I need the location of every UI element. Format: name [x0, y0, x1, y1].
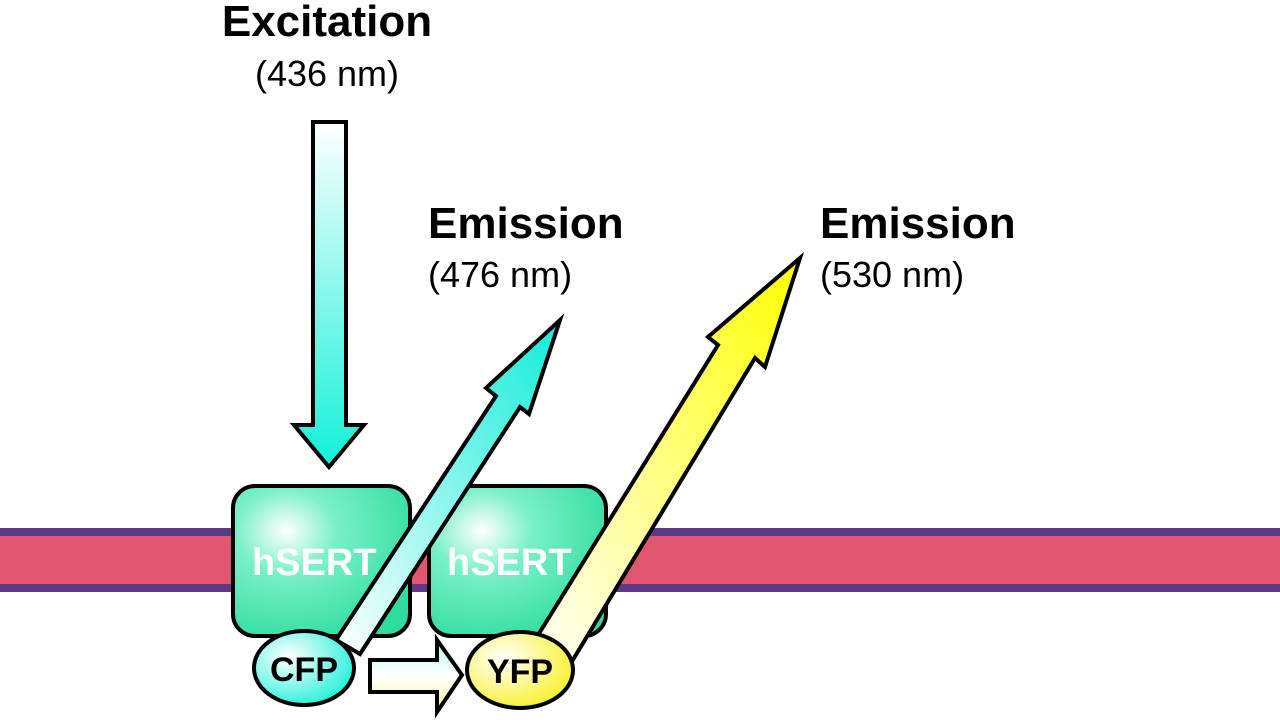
yfp-emission-label: Emission (530 nm) [820, 199, 1016, 295]
cfp-emission-title: Emission [428, 199, 624, 248]
yfp-emission-arrow [527, 251, 805, 671]
cfp-emission-wavelength: (476 nm) [428, 254, 572, 295]
cfp-emission-arrow [333, 313, 565, 657]
cfp-fluorophore: CFP [252, 629, 356, 707]
cfp-label: CFP [270, 651, 338, 689]
excitation-label: Excitation (436 nm) [222, 0, 432, 94]
protein-label: hSERT [252, 542, 377, 584]
fret-transfer-arrow [368, 633, 465, 719]
cfp-ellipse [252, 629, 356, 707]
cfp-emission-label: Emission (476 nm) [428, 199, 624, 295]
excitation-title: Excitation [222, 0, 432, 46]
yfp-emission-wavelength: (530 nm) [820, 254, 964, 295]
excitation-wavelength: (436 nm) [255, 53, 399, 94]
yfp-emission-title: Emission [820, 199, 1016, 248]
yfp-ellipse [465, 630, 575, 710]
yfp-fluorophore: YFP [465, 630, 575, 710]
protein-label: hSERT [447, 542, 572, 584]
excitation-arrow [289, 120, 369, 471]
yfp-label: YFP [487, 653, 553, 691]
